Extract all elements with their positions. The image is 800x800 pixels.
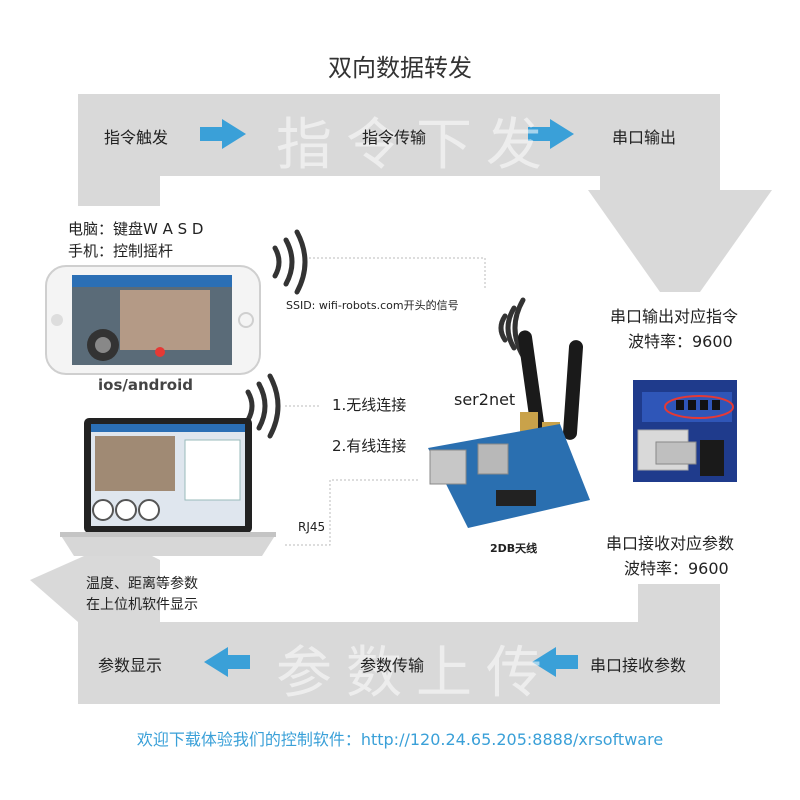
- display-software-label: 在上位机软件显示: [86, 597, 198, 613]
- antenna-label: 2DB天线: [490, 542, 538, 555]
- step-serial-output: 串口输出: [612, 128, 677, 147]
- step-command-trigger: 指令触发: [104, 128, 169, 147]
- arrow-left-icon: [532, 647, 578, 677]
- control-desktop-label: 电脑：键盘W A S D: [68, 220, 204, 238]
- wifi-signal-icon: [245, 373, 281, 439]
- down-arrow-shape: [588, 190, 772, 292]
- rj45-label: RJ45: [298, 520, 326, 534]
- wifi-signal-icon: [272, 229, 308, 295]
- device-name-label: ser2net: [454, 390, 516, 409]
- arrow-right-icon: [528, 119, 574, 149]
- step-command-transmit: 指令传输: [362, 128, 427, 147]
- laptop-image: [60, 418, 276, 556]
- serial-port-closeup-image: [633, 380, 737, 482]
- top-band: [78, 94, 720, 176]
- smartphone-image: [45, 265, 261, 375]
- wireless-connection-label: 1.无线连接: [332, 396, 407, 414]
- receive-baud-rate-label: 波特率：9600: [624, 559, 729, 578]
- display-params-label: 温度、距离等参数: [86, 576, 198, 592]
- bottom-band-watermark: 参数上传: [276, 641, 556, 706]
- download-software-link[interactable]: 欢迎下载体验我们的控制软件：http://120.24.65.205:8888/…: [136, 730, 664, 749]
- connection-lines: [285, 257, 486, 546]
- step-serial-receive: 串口接收参数: [590, 656, 687, 675]
- serial-output-command-label: 串口输出对应指令: [610, 307, 739, 326]
- top-band-watermark: 指令下发: [276, 113, 556, 178]
- arrow-left-icon: [204, 647, 250, 677]
- diagram-title: 双向数据转发: [328, 54, 472, 82]
- control-mobile-label: 手机：控制摇杆: [68, 242, 174, 260]
- ssid-label: SSID: wifi-robots.com开头的信号: [286, 299, 459, 312]
- step-param-transmit: 参数传输: [360, 656, 425, 675]
- ser2net-device-image: [428, 330, 590, 528]
- phone-platform-caption: ios/android: [98, 376, 193, 394]
- serial-receive-param-label: 串口接收对应参数: [606, 534, 735, 553]
- step-param-display: 参数显示: [98, 656, 163, 675]
- up-arrow-shape: [30, 540, 160, 622]
- arrow-right-icon: [200, 119, 246, 149]
- bottom-band: [78, 622, 720, 704]
- top-band-left-stub: [78, 170, 160, 206]
- bottom-band-right-stub: [638, 584, 720, 624]
- wired-connection-label: 2.有线连接: [332, 437, 407, 455]
- output-baud-rate-label: 波特率：9600: [628, 332, 733, 351]
